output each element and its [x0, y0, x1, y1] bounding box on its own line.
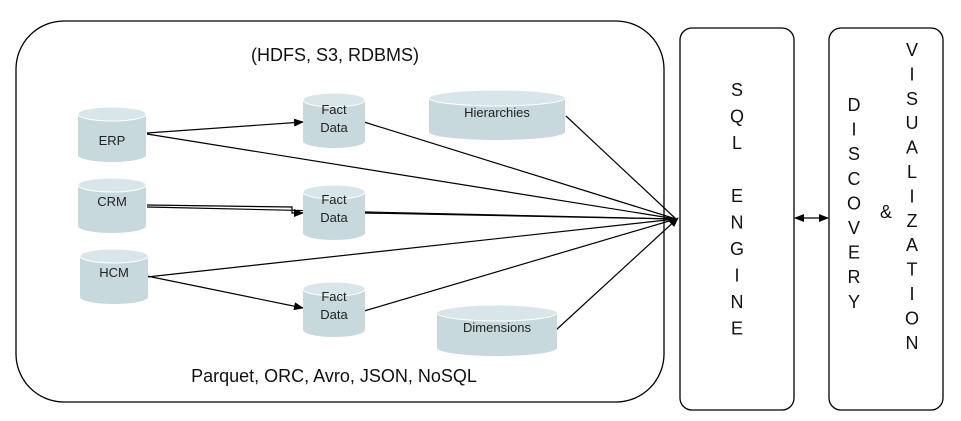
edge-hierarchies-engine	[565, 115, 677, 220]
fact2-line2: Data	[320, 210, 348, 225]
crm-label: CRM	[97, 194, 127, 209]
sql-engine-letter-9: E	[731, 319, 743, 339]
edge-fact2-engine	[363, 212, 677, 220]
erp-cylinder: ERP	[77, 106, 147, 162]
sql-engine-letter-0: S	[731, 80, 743, 100]
sql-engine-letter-6: G	[730, 239, 744, 259]
visualization-letter-9: T	[907, 260, 918, 280]
discovery-visualization-box	[828, 27, 944, 411]
crm-cylinder: CRM	[77, 177, 147, 233]
fact3-line2: Data	[320, 307, 348, 322]
hierarchies-cylinder: Hierarchies	[428, 89, 566, 140]
sql-engine-letter-5: N	[731, 213, 744, 233]
edge-erp-engine	[146, 133, 677, 220]
edge-dimensions-engine	[555, 217, 679, 331]
hcm-cylinder: HCM	[79, 248, 149, 304]
edge-fact3-engine	[363, 218, 677, 312]
edge-hcm-fact3	[146, 275, 304, 311]
discovery-letter-7: R	[848, 267, 861, 287]
fact3-line1: Fact	[321, 289, 347, 304]
discovery-letter-2: S	[848, 144, 860, 164]
sql-engine-letter-1: Q	[730, 107, 744, 127]
lake-top-label: (HDFS, S3, RDBMS)	[251, 45, 419, 65]
discovery-letter-6: E	[848, 243, 860, 263]
visualization-letter-7: Z	[907, 211, 918, 231]
hcm-label: HCM	[99, 265, 129, 280]
visualization-letter-3: U	[906, 113, 919, 133]
visualization-letter-8: A	[906, 235, 918, 255]
visualization-letter-4: A	[906, 138, 918, 158]
sql-engine-letter-4: E	[731, 186, 743, 206]
visualization-letter-12: N	[906, 333, 919, 353]
fact1-line1: Fact	[321, 102, 347, 117]
sql-engine-letter-7: I	[734, 266, 739, 286]
dimensions-cylinder: Dimensions	[436, 304, 558, 356]
visualization-letter-6: I	[909, 186, 914, 206]
discovery-letter-4: O	[847, 193, 861, 213]
sql-engine-letter-8: N	[731, 292, 744, 312]
discovery-letter-0: D	[848, 95, 861, 115]
fact-data-cylinder-2: Fact Data	[302, 184, 366, 240]
visualization-letter-0: V	[906, 40, 918, 60]
sql-engine-letter-2: L	[732, 133, 742, 153]
dimensions-label: Dimensions	[463, 320, 531, 335]
visualization-letter-11: O	[905, 308, 919, 328]
erp-label: ERP	[99, 133, 126, 148]
hierarchies-label: Hierarchies	[464, 105, 530, 120]
fact1-line2: Data	[320, 120, 348, 135]
edge-hcm-engine	[146, 218, 677, 278]
fact-data-cylinder-1: Fact Data	[302, 92, 366, 148]
ampersand-label: &	[880, 202, 892, 222]
discovery-letter-3: C	[848, 169, 861, 189]
lake-bottom-label: Parquet, ORC, Avro, JSON, NoSQL	[191, 366, 477, 386]
discovery-letter-1: I	[851, 120, 856, 140]
edges	[146, 115, 679, 331]
edge-fact1-engine	[363, 121, 677, 220]
fact2-line1: Fact	[321, 192, 347, 207]
visualization-letter-5: L	[907, 162, 917, 182]
discovery-letter-5: V	[848, 218, 860, 238]
visualization-letter-1: I	[909, 64, 914, 84]
edge-erp-fact1	[146, 118, 304, 134]
visualization-letter-10: I	[909, 284, 914, 304]
discovery-letter-8: Y	[848, 292, 860, 312]
fact-data-cylinder-3: Fact Data	[302, 281, 366, 337]
visualization-letter-2: S	[906, 89, 918, 109]
